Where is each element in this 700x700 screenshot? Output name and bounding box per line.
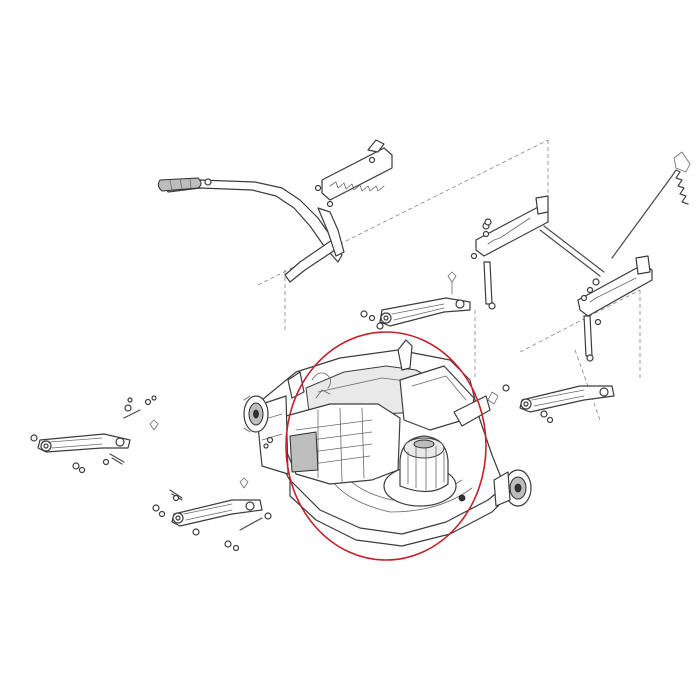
lift-arm-rear-left xyxy=(360,271,471,330)
highlight-circle xyxy=(285,331,487,561)
height-adjust-rack xyxy=(314,139,393,208)
lift-arm-rear-right xyxy=(487,384,615,424)
rear-roller-right xyxy=(493,469,532,507)
construction-lines xyxy=(257,139,641,421)
rear-roller-left xyxy=(243,395,269,433)
blade-hub xyxy=(383,435,457,507)
lift-arm-front-right xyxy=(152,477,272,552)
return-spring xyxy=(611,151,691,259)
height-adjust-axle xyxy=(470,195,653,357)
handle-grip xyxy=(157,177,202,192)
fasteners xyxy=(102,218,602,502)
lift-arm-front-left xyxy=(30,395,159,474)
handle-bar xyxy=(157,177,345,283)
mower-deck xyxy=(255,339,505,547)
